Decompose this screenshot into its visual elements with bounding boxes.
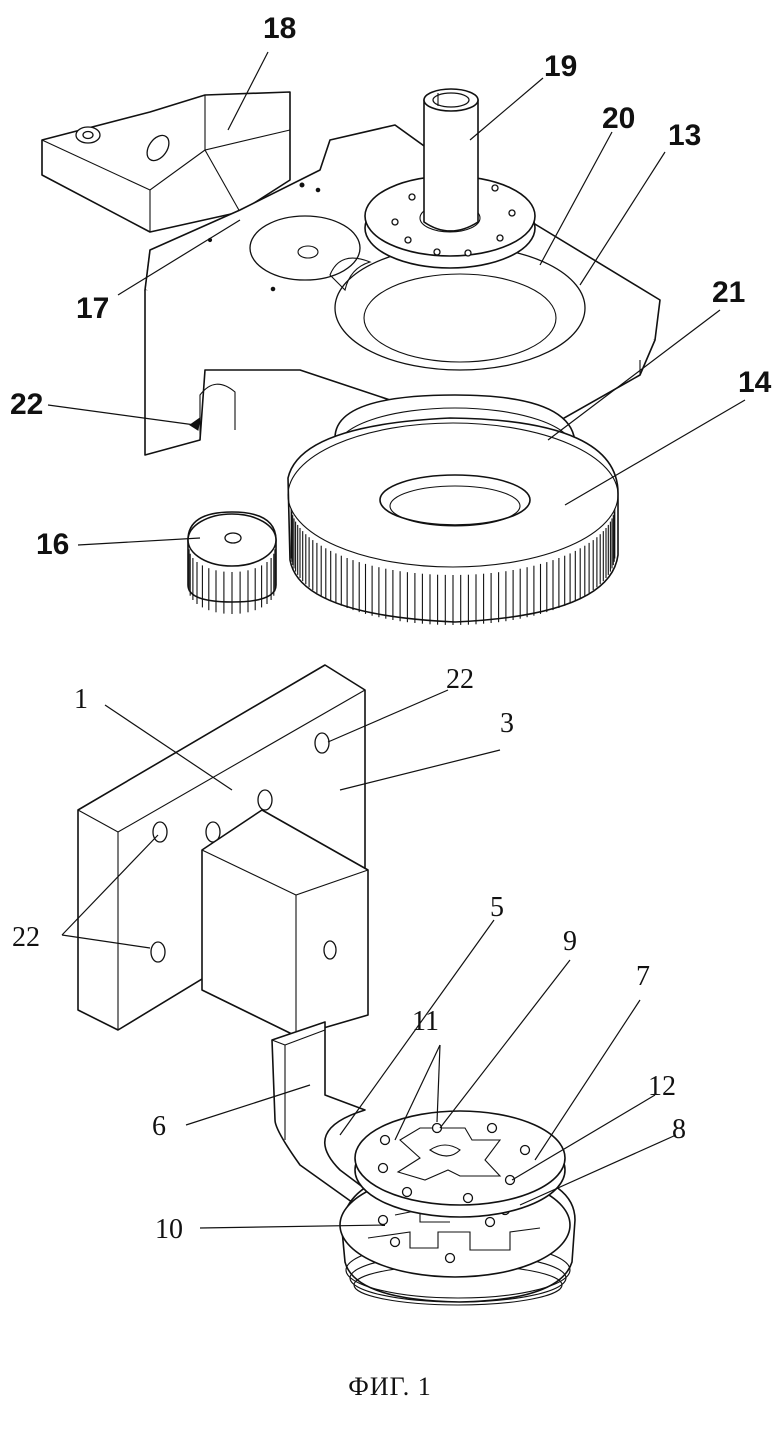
label-14: 14 [738,366,772,399]
label-3: 3 [500,708,514,739]
label-7: 7 [636,961,650,992]
label-22-upper: 22 [10,388,43,421]
label-11: 11 [412,1006,439,1037]
gear-14 [288,418,618,625]
label-13: 13 [668,119,701,152]
label-8: 8 [672,1114,686,1145]
label-5: 5 [490,892,504,923]
label-21: 21 [712,276,745,309]
label-22-left: 22 [12,922,40,953]
label-20: 20 [602,102,635,135]
figure-caption: ФИГ. 1 [348,1372,431,1401]
label-16: 16 [36,528,69,561]
label-10: 10 [155,1214,183,1245]
label-17: 17 [76,292,109,325]
disc-7 [355,1111,565,1217]
label-18: 18 [263,12,296,45]
label-22-right: 22 [446,664,474,695]
label-19: 19 [544,50,577,83]
shaft-19 [424,89,478,231]
label-12: 12 [648,1071,676,1102]
label-9: 9 [563,926,577,957]
label-1: 1 [74,684,88,715]
label-6: 6 [152,1111,166,1142]
gear-16 [188,512,276,614]
